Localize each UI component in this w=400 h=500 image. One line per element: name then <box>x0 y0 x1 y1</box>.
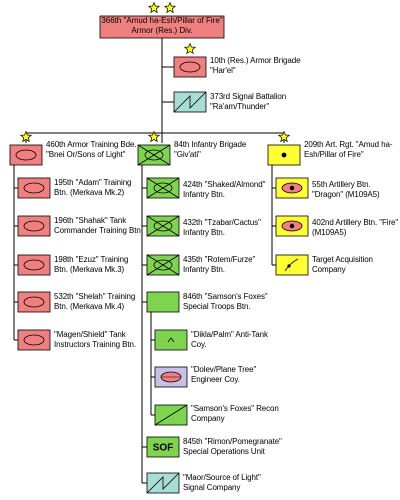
rank-star-icon <box>277 130 291 143</box>
unit-label-u55: 55th Artillery Btn. "Dragon" (M109A5) <box>312 180 380 199</box>
unit-label-udolev: "Dolev/Plane Tree" Engineer Coy. <box>191 365 257 384</box>
anti-tank-symbol-icon <box>154 329 188 351</box>
unit-label-udikla: "Dikla/Palm" Anti-Tank Coy. <box>191 330 268 349</box>
armor-symbol-icon <box>17 254 51 276</box>
engineer-symbol-icon <box>154 366 188 388</box>
division-headquarters-symbol-icon <box>99 15 225 39</box>
unit-label-u195: 195th "Adam" Training Btn. (Merkava Mk.2… <box>54 178 132 197</box>
rank-star-icon <box>147 130 161 143</box>
armor-symbol-icon <box>173 56 207 78</box>
sp-artillery-symbol-icon <box>275 177 309 199</box>
armor-symbol-icon <box>17 291 51 313</box>
signal-symbol-icon <box>173 91 207 113</box>
rank-star-icon <box>183 42 197 55</box>
sof-symbol-icon: SOF <box>146 436 180 458</box>
unit-label-u209: 209th Art. Rgt. "Amud ha-Esh/Pillar of F… <box>304 140 393 159</box>
signal-symbol-icon <box>146 472 180 494</box>
unit-label-u424: 424th "Shaked/Almond" Infantry Btn. <box>183 180 266 199</box>
sof-badge-text: SOF <box>153 443 174 454</box>
division-label: 366th "Amud ha-Esh/Pillar of Fire" Armor… <box>101 16 223 35</box>
sp-artillery-symbol-icon <box>275 215 309 237</box>
mech-infantry-symbol-icon <box>146 215 180 237</box>
unit-label-u84: 84th Infantry Brigade "Giv'ati" <box>174 140 247 159</box>
mech-infantry-symbol-icon <box>146 254 180 276</box>
rank-star-icon <box>147 1 161 14</box>
recon-symbol-icon <box>154 404 188 426</box>
armor-symbol-icon <box>9 144 43 166</box>
unit-label-u435: 435th "Rotem/Furze" Infantry Btn. <box>183 255 256 274</box>
armor-symbol-icon <box>17 215 51 237</box>
unit-label-u402: 402nd Artillery Btn. "Fire" (M109A5) <box>312 218 399 237</box>
unit-label-urecon: "Samson's Foxes" Recon Company <box>191 404 279 423</box>
unit-label-u532: 532th "Shelah" Training Btn. (Merkava Mk… <box>54 292 136 311</box>
mech-infantry-symbol-icon <box>137 144 171 166</box>
unit-label-u460: 460th Armor Training Bde. "Bnei Or/Sons … <box>46 140 137 159</box>
mech-infantry-symbol-icon <box>146 177 180 199</box>
armor-symbol-icon <box>17 329 51 351</box>
target-acquisition-symbol-icon <box>275 254 309 276</box>
unit-label-uta: Target Acquisition Company <box>312 255 373 274</box>
artillery-symbol-icon <box>267 144 301 166</box>
special-troops-symbol-icon <box>146 291 180 313</box>
unit-label-u373: 373rd Signal Battalion "Ra'am/Thunder" <box>210 92 287 111</box>
unit-label-umaor: "Maor/Source of Light" Signal Company <box>183 473 261 492</box>
unit-label-u432: 432th "Tzabar/Cactus" Infantry Btn. <box>183 218 261 237</box>
armor-symbol-icon <box>17 177 51 199</box>
unit-label-u845: 845th "Rimon/Pomegranate" Special Operat… <box>183 437 282 456</box>
rank-star-icon <box>19 130 33 143</box>
unit-label-u846: 846th "Samson's Foxes" Special Troops Bt… <box>183 292 268 311</box>
unit-label-u10: 10th (Res.) Armor Brigade "Har'el" <box>210 56 301 75</box>
unit-label-umagen: "Magen/Shield" Tank Instructors Training… <box>54 330 136 349</box>
unit-label-u198: 198th "Ezuz" Training Btn. (Merkava Mk.3… <box>54 255 129 274</box>
unit-label-u196: 196th "Shahak" Tank Commander Training B… <box>54 216 143 235</box>
rank-star-icon <box>163 1 177 14</box>
